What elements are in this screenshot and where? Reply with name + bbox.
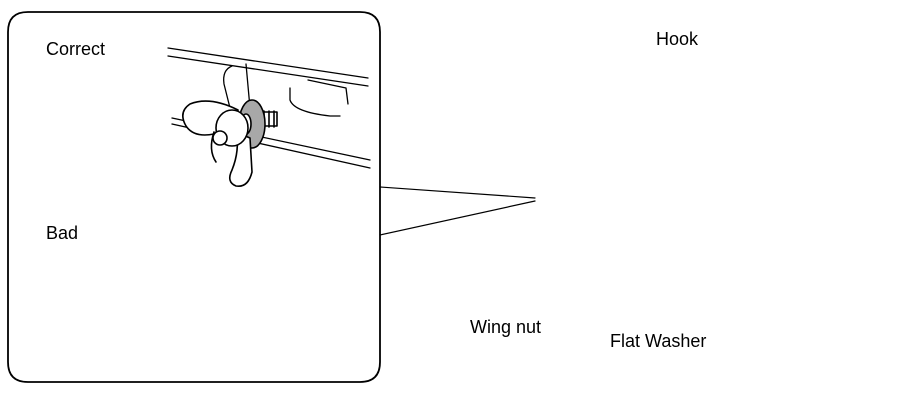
correct-label: Correct (46, 39, 106, 59)
bad-label: Bad (46, 223, 79, 243)
flat-washer-label: Flat Washer (610, 331, 707, 351)
wing-nut-label: Wing nut (470, 317, 542, 337)
hook-label: Hook (656, 29, 699, 49)
correct-wing-nut-icon (182, 100, 253, 188)
inset-panel (7, 11, 381, 383)
correct-example (167, 47, 371, 188)
callout-wedge (379, 186, 536, 236)
